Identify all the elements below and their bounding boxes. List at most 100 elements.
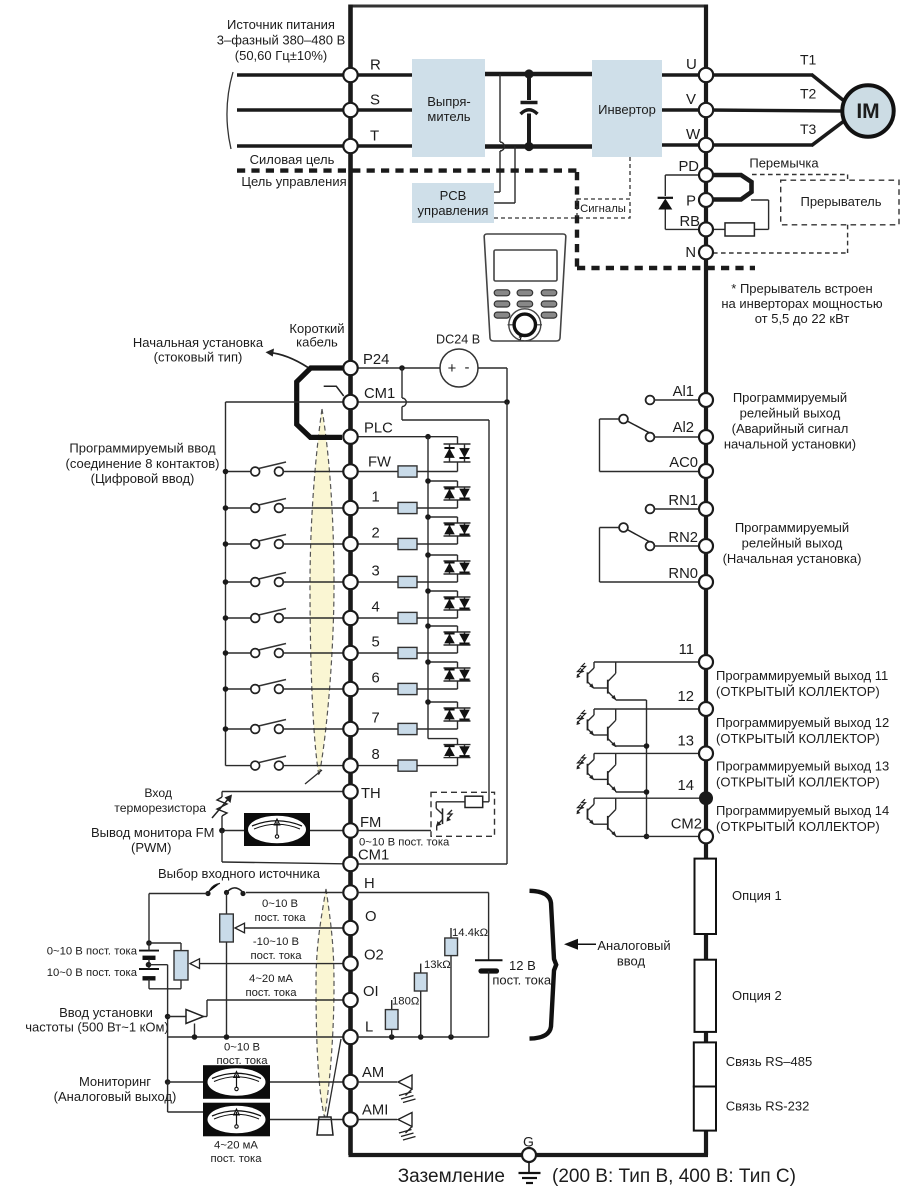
svg-text:ввод: ввод bbox=[617, 954, 646, 969]
svg-text:OI: OI bbox=[363, 984, 379, 1000]
svg-text:Ввод установки: Ввод установки bbox=[59, 1005, 153, 1020]
svg-text:Перемычка: Перемычка bbox=[749, 156, 819, 171]
svg-text:4: 4 bbox=[372, 600, 380, 616]
svg-text:T: T bbox=[370, 128, 379, 145]
svg-text:Цель управления: Цель управления bbox=[241, 174, 346, 189]
svg-text:4~20 мА: 4~20 мА bbox=[249, 973, 293, 985]
svg-text:0~10 В: 0~10 В bbox=[224, 1042, 260, 1054]
svg-text:FM: FM bbox=[360, 815, 381, 831]
svg-text:Программируемый ввод: Программируемый ввод bbox=[69, 441, 216, 456]
svg-text:Программируемый: Программируемый bbox=[735, 520, 849, 535]
svg-text:CM1: CM1 bbox=[358, 848, 389, 864]
svg-text:180Ω: 180Ω bbox=[392, 996, 419, 1008]
svg-text:13: 13 bbox=[678, 733, 694, 749]
svg-text:пост. тока: пост. тока bbox=[492, 973, 552, 988]
svg-text:0~10 В пост. тока: 0~10 В пост. тока bbox=[47, 946, 138, 958]
svg-text:Al2: Al2 bbox=[673, 420, 694, 436]
svg-text:RN0: RN0 bbox=[668, 566, 698, 582]
svg-text:Начальная установка: Начальная установка bbox=[133, 335, 264, 350]
svg-text:IM: IM bbox=[856, 100, 879, 123]
svg-text:T3: T3 bbox=[800, 121, 817, 137]
svg-text:пост. тока: пост. тока bbox=[216, 1055, 268, 1067]
svg-text:митель: митель bbox=[427, 109, 470, 124]
svg-text:R: R bbox=[370, 57, 381, 74]
svg-text:Выбор входного источника: Выбор входного источника bbox=[158, 866, 321, 881]
svg-text:Связь RS–485: Связь RS–485 bbox=[726, 1054, 813, 1069]
svg-text:пост. тока: пост. тока bbox=[210, 1153, 262, 1165]
svg-text:V: V bbox=[686, 91, 696, 108]
svg-text:3–фазный 380–480 В: 3–фазный 380–480 В bbox=[217, 33, 346, 48]
svg-text:6: 6 bbox=[372, 671, 380, 687]
svg-text:RB: RB bbox=[679, 214, 700, 230]
svg-text:Заземление: Заземление bbox=[398, 1166, 505, 1187]
svg-text:N: N bbox=[685, 245, 696, 261]
svg-text:(50,60 Гц±10%): (50,60 Гц±10%) bbox=[235, 48, 327, 63]
svg-text:RN2: RN2 bbox=[668, 530, 698, 546]
svg-text:терморезистора: терморезистора bbox=[114, 801, 206, 815]
svg-text:(соединение 8 контактов): (соединение 8 контактов) bbox=[66, 456, 220, 471]
svg-text:2: 2 bbox=[372, 526, 380, 542]
svg-text:7: 7 bbox=[372, 711, 380, 727]
svg-text:0~10 В: 0~10 В bbox=[262, 898, 298, 910]
svg-text:начальной установки): начальной установки) bbox=[724, 437, 856, 452]
svg-text:Связь RS-232: Связь RS-232 bbox=[726, 1099, 810, 1114]
svg-text:PLC: PLC bbox=[364, 421, 393, 437]
svg-text:Выпря-: Выпря- bbox=[427, 94, 471, 109]
svg-text:3: 3 bbox=[372, 564, 380, 580]
svg-text:релейный выход: релейный выход bbox=[740, 406, 841, 421]
svg-text:-10~10 В: -10~10 В bbox=[253, 936, 299, 948]
svg-text:S: S bbox=[370, 92, 380, 109]
svg-text:PD: PD bbox=[678, 159, 699, 175]
svg-text:Программируемый: Программируемый bbox=[733, 390, 847, 405]
svg-text:10~0 В пост. тока: 10~0 В пост. тока bbox=[47, 967, 138, 979]
svg-text:Источник питания: Источник питания bbox=[227, 17, 335, 32]
svg-text:Мониторинг: Мониторинг bbox=[79, 1074, 151, 1089]
svg-text:DC24 B: DC24 B bbox=[436, 333, 480, 347]
svg-text:G: G bbox=[523, 1134, 534, 1150]
svg-text:14.4kΩ: 14.4kΩ bbox=[452, 927, 488, 939]
svg-text:(Начальная установка): (Начальная установка) bbox=[723, 551, 862, 566]
svg-text:8: 8 bbox=[372, 747, 380, 763]
svg-text:PCB: PCB bbox=[440, 188, 467, 203]
svg-text:CM2: CM2 bbox=[671, 816, 702, 832]
svg-text:(Аналоговый выход): (Аналоговый выход) bbox=[54, 1089, 177, 1104]
svg-text:T2: T2 bbox=[800, 86, 817, 102]
svg-text:12: 12 bbox=[678, 689, 694, 705]
svg-text:+: + bbox=[448, 361, 457, 377]
svg-text:пост. тока: пост. тока bbox=[254, 912, 306, 924]
svg-text:O2: O2 bbox=[364, 948, 384, 964]
svg-text:L: L bbox=[365, 1020, 373, 1036]
svg-text:Силовая цель: Силовая цель bbox=[250, 152, 335, 167]
svg-text:CM1: CM1 bbox=[364, 386, 395, 402]
svg-text:Программируемый выход 14: Программируемый выход 14 bbox=[716, 803, 889, 818]
svg-text:AM: AM bbox=[362, 1065, 384, 1081]
svg-text:Вход: Вход bbox=[144, 786, 172, 800]
svg-text:W: W bbox=[686, 126, 701, 143]
svg-text:(ОТКРЫТЫЙ КОЛЛЕКТОР): (ОТКРЫТЫЙ КОЛЛЕКТОР) bbox=[716, 731, 880, 746]
svg-text:TH: TH bbox=[361, 786, 381, 802]
svg-text:частоты (500 Вт~1 кОм): частоты (500 Вт~1 кОм) bbox=[25, 1020, 169, 1035]
svg-text:AC0: AC0 bbox=[669, 455, 698, 471]
svg-text:T1: T1 bbox=[800, 52, 817, 68]
svg-text:RN1: RN1 bbox=[668, 493, 698, 509]
svg-text:(200 В: Тип В, 400 В: Тип С): (200 В: Тип В, 400 В: Тип С) bbox=[552, 1166, 796, 1187]
svg-text:H: H bbox=[364, 876, 375, 892]
svg-text:AMI: AMI bbox=[362, 1103, 388, 1119]
svg-text:(ОТКРЫТЫЙ КОЛЛЕКТОР): (ОТКРЫТЫЙ КОЛЛЕКТОР) bbox=[716, 775, 880, 790]
svg-text:-: - bbox=[465, 359, 470, 376]
svg-text:Опция 2: Опция 2 bbox=[732, 988, 782, 1003]
svg-text:Прерыватель: Прерыватель bbox=[800, 194, 881, 209]
svg-text:Сигналы: Сигналы bbox=[580, 203, 626, 215]
svg-text:релейный выход: релейный выход bbox=[742, 536, 843, 551]
svg-text:P: P bbox=[686, 194, 696, 210]
svg-text:Опция 1: Опция 1 bbox=[732, 888, 782, 903]
svg-text:Al1: Al1 bbox=[673, 384, 694, 400]
svg-text:Программируемый выход 13: Программируемый выход 13 bbox=[716, 759, 889, 774]
svg-text:* Прерыватель встроен: * Прерыватель встроен bbox=[731, 281, 872, 296]
svg-text:Программируемый выход 11: Программируемый выход 11 bbox=[716, 668, 888, 683]
svg-text:FW: FW bbox=[368, 455, 391, 471]
svg-text:(PWM): (PWM) bbox=[131, 840, 171, 855]
svg-text:13kΩ: 13kΩ bbox=[424, 959, 451, 971]
svg-text:5: 5 bbox=[372, 635, 380, 651]
svg-text:4~20 мА: 4~20 мА bbox=[214, 1140, 258, 1152]
